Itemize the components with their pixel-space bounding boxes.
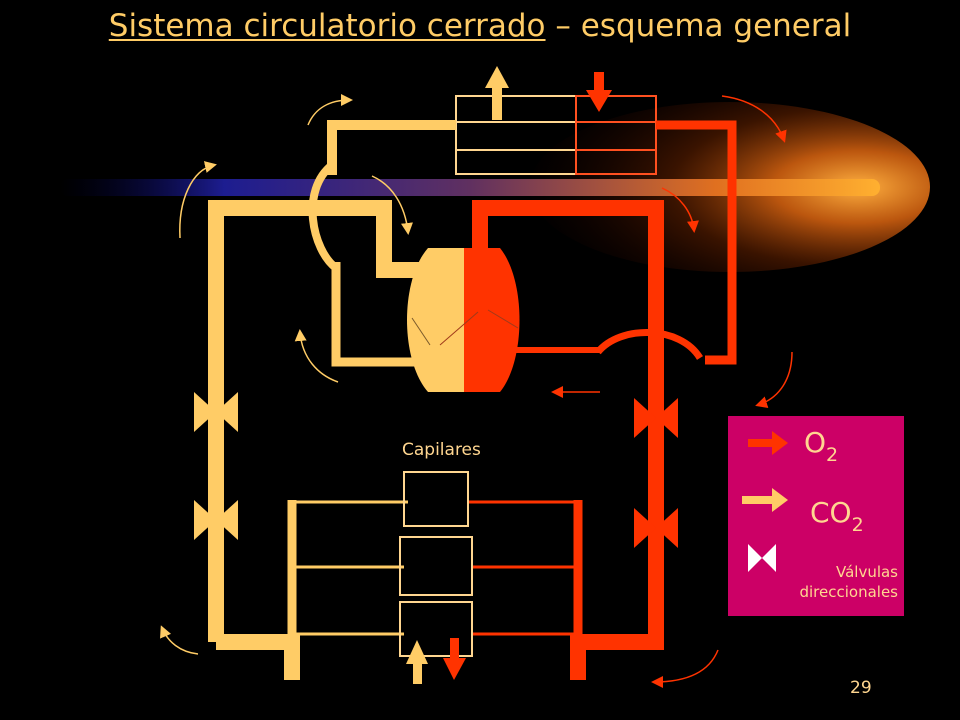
flow-arrows <box>160 94 793 688</box>
legend-symbols <box>742 431 788 572</box>
o2-in-arrow <box>586 72 612 112</box>
deoxygenated-vessels <box>208 120 456 680</box>
legend-box: O2 CO2 Válvulas direccionales <box>728 416 904 616</box>
slide-title: Sistema circulatorio cerrado – esquema g… <box>0 8 960 44</box>
heart <box>407 248 520 392</box>
title-main: Sistema circulatorio cerrado <box>108 8 546 44</box>
legend-valves-line1: Válvulas <box>835 563 898 581</box>
capillaries <box>399 471 473 657</box>
valve-deoxygenated-lower <box>194 500 238 540</box>
co2-out-arrow <box>485 66 509 120</box>
legend-co2: CO2 <box>810 496 864 536</box>
capillaries-label: Capilares <box>402 440 481 460</box>
oxygenated-vessels <box>468 120 737 680</box>
legend-valves: Válvulas direccionales <box>768 562 898 602</box>
gas-exchanger-top <box>455 95 657 175</box>
title-rest: – esquema general <box>545 8 852 44</box>
valve-icon <box>748 544 776 572</box>
legend-o2: O2 <box>804 426 839 466</box>
o2-arrow-icon <box>748 431 788 455</box>
valve-oxygenated-lower <box>634 508 678 548</box>
valve-deoxygenated-upper <box>194 392 238 432</box>
co2-arrow-icon <box>742 488 788 512</box>
o2-capillary-arrow <box>443 638 466 680</box>
valve-oxygenated-upper <box>634 398 678 438</box>
co2-capillary-arrow <box>406 640 428 684</box>
page-number: 29 <box>850 678 872 698</box>
beam-decoration <box>60 179 880 196</box>
legend-valves-line2: direccionales <box>799 583 898 601</box>
